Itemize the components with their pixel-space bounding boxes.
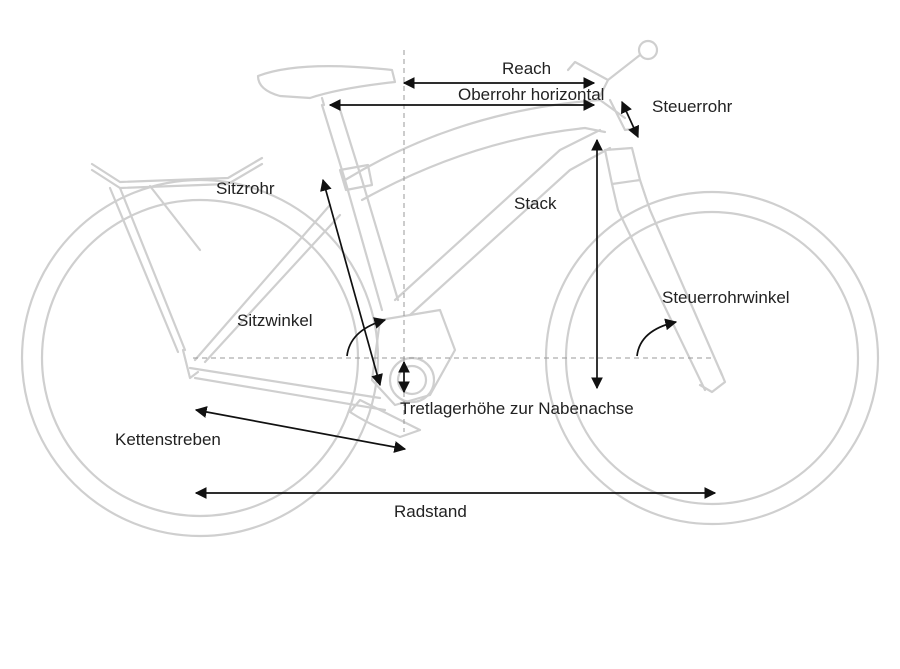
label-head-tube-angle: Steuerrohrwinkel [662,288,790,307]
label-stack: Stack [514,194,557,213]
seat-angle-arc [346,317,387,357]
label-head-tube: Steuerrohr [652,97,733,116]
head-tube-angle-arc [636,318,678,357]
seat-tube-arrow [320,178,383,387]
head-tube-arrow [621,100,639,139]
rear-wheel [20,178,380,538]
label-reach: Reach [502,59,552,78]
label-chainstays: Kettenstreben [115,430,221,449]
label-seat-tube: Sitzrohr [216,179,275,198]
label-seat-angle: Sitzwinkel [237,311,313,330]
rear-rack [90,156,264,354]
label-top-tube-horizontal: Oberrohr horizontal [458,85,605,104]
front-end [566,39,727,394]
saddle [256,65,397,107]
front-wheel [544,190,880,526]
label-wheelbase: Radstand [394,502,467,521]
chainstays-arrow [194,406,407,453]
label-bb-height: Tretlagerhöhe zur Nabenachse [400,399,634,418]
